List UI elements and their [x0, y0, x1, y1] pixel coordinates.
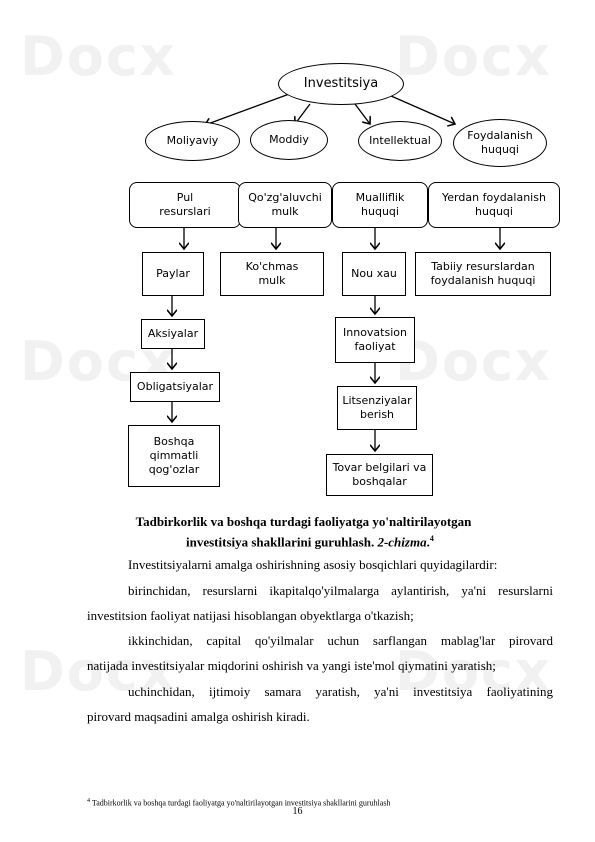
watermark: Docx	[395, 330, 552, 393]
paragraph-2-line1: ikkinchidan, capital qo'yilmalar uchun s…	[128, 633, 553, 648]
type-foydalanish-huquqi: Foydalanish huquqi	[453, 119, 547, 167]
paragraph-1-line2: investitsion faoliyat natijasi hisoblang…	[87, 608, 414, 623]
footnote: 4 Tadbirkorlik va boshqa turdagi faoliya…	[87, 798, 390, 808]
caption-footnote-ref: 4	[429, 534, 434, 543]
group-pul-resurslari: Pul resurslari	[129, 182, 241, 228]
node-paylar: Paylar	[142, 252, 204, 296]
paragraph-3-line2: pirovard maqsadini amalga oshirish kirad…	[87, 709, 310, 724]
figure-caption-line1: Tadbirkorlik va boshqa turdagi faoliyatg…	[135, 514, 472, 529]
type-intellektual: Intellektual	[358, 121, 442, 161]
root-investitsiya: Investitsiya	[278, 63, 404, 105]
caption-label: 2-chizma	[377, 534, 427, 550]
figure-caption-line2: investitsiya shakllarini guruhlash. 2-ch…	[186, 534, 434, 550]
paragraph-3-line1: uchinchidan, ijtimoiy samara yaratish, y…	[128, 684, 553, 699]
node-kochmas-mulk: Ko'chmas mulk	[220, 252, 324, 296]
node-aksiyalar: Aksiyalar	[141, 319, 205, 349]
node-nou-xau: Nou xau	[342, 252, 406, 296]
type-moddiy: Moddiy	[250, 120, 328, 160]
node-innovatsion-faoliyat: Innovatsion faoliyat	[335, 317, 415, 363]
node-boshqa-qimmatli: Boshqa qimmatli qog'ozlar	[128, 425, 220, 487]
watermark: Docx	[20, 640, 177, 703]
type-moliyaviy: Moliyaviy	[145, 121, 240, 161]
watermark: Docx	[20, 25, 177, 88]
caption-text: investitsiya shakllarini guruhlash.	[186, 534, 375, 550]
footnote-text: Tadbirkorlik va boshqa turdagi faoliyatg…	[91, 798, 391, 808]
footnote-number: 4	[87, 798, 90, 804]
page-number: 16	[292, 806, 303, 817]
watermark: Docx	[395, 640, 552, 703]
node-obligatsiyalar: Obligatsiyalar	[130, 372, 220, 402]
group-qozgaluvchi-mulk: Qo'zg'aluvchi mulk	[238, 182, 332, 228]
paragraph-1-line1: birinchidan, resurslarni ikapitalqo'yilm…	[128, 583, 553, 598]
node-litsenziyalar: Litsenziyalar berish	[337, 386, 417, 430]
paragraph-2-line2: natijada investitsiyalar miqdorini oshir…	[87, 658, 496, 673]
node-tabiiy-resurslar: Tabiiy resurslardan foydalanish huquqi	[415, 252, 551, 296]
watermark: Docx	[395, 25, 552, 88]
group-mualliflik-huquqi: Mualliflik huquqi	[332, 182, 428, 228]
group-yerdan-foydalanish: Yerdan foydalanish huquqi	[428, 182, 560, 228]
node-tovar-belgilari: Tovar belgilari va boshqalar	[326, 454, 433, 496]
intro-paragraph: Investitsiyalarni amalga oshirishning as…	[128, 557, 498, 572]
